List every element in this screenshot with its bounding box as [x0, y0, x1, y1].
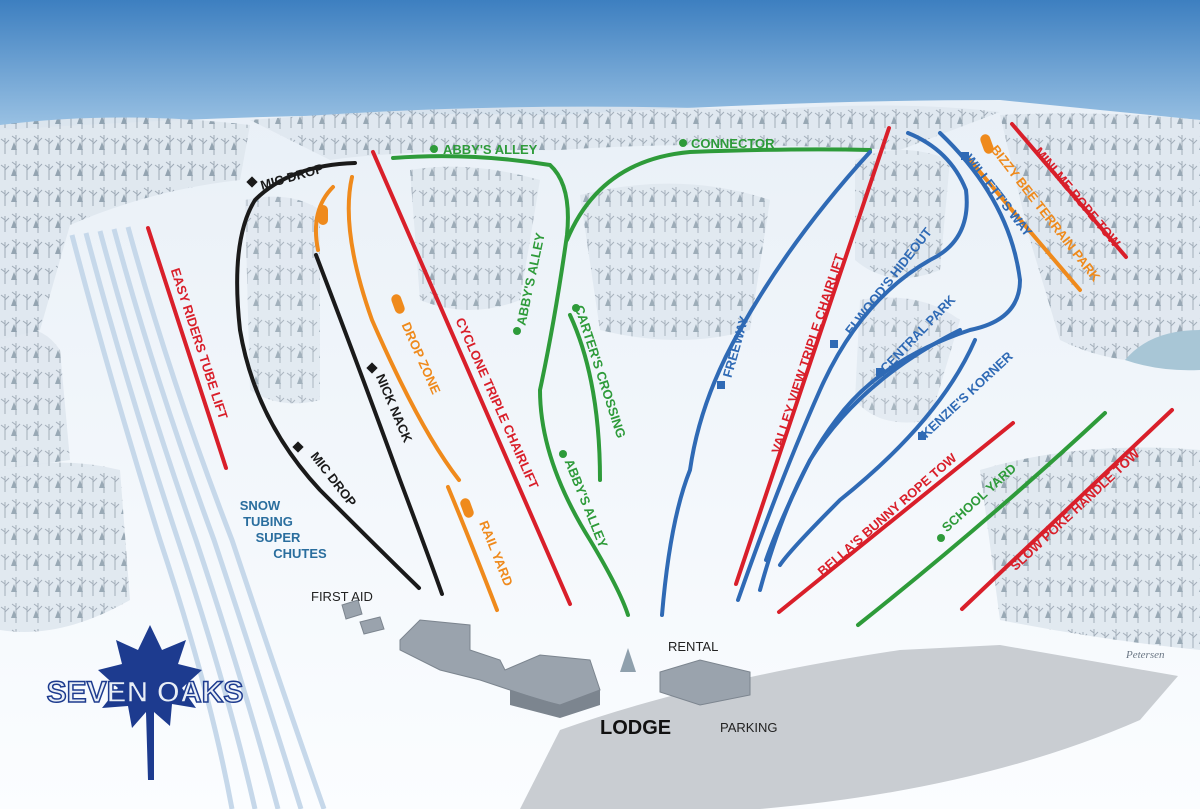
- kenzies-korner-trail: [764, 328, 962, 562]
- lodge-building: [399, 619, 601, 718]
- rail-yard-trail: [446, 485, 499, 612]
- mic-drop-top-diamond: [246, 176, 258, 188]
- pond: [1125, 330, 1200, 371]
- elwoods-hideout-trail: [736, 131, 969, 602]
- forest-left-lower: [0, 327, 70, 470]
- pine-tree: [620, 648, 636, 672]
- connector-trail: [565, 147, 872, 242]
- cyclone-triple-chairlift-line: [371, 150, 572, 606]
- forest-mid-left: [245, 196, 320, 404]
- bellas-bunny-rope-tow-line: [777, 421, 1015, 614]
- mic-drop-trail: [235, 161, 421, 590]
- kenzies-korner-square: [918, 432, 926, 440]
- forest-bottom-left: [0, 462, 130, 632]
- nick-nack-diamond: [366, 362, 378, 374]
- terrain-upper-pill: [318, 205, 328, 225]
- forest-left: [0, 117, 250, 340]
- forest-top: [250, 105, 1000, 160]
- snow-tubing-line-1: SNOW: [240, 498, 281, 513]
- easy-riders-tube-lift-line: [146, 226, 228, 470]
- seven-oaks-logo: SEVEN OAKS: [46, 625, 244, 780]
- freeway-trail: [660, 150, 872, 617]
- first-aid-building: [341, 599, 385, 635]
- elwoods-hideout-square: [830, 340, 838, 348]
- abbys-alley-top-dot: [430, 145, 438, 153]
- logo-text: SEVEN OAKS: [47, 676, 244, 709]
- nick-nack-trail: [314, 253, 444, 596]
- drop-zone-trail: [346, 175, 461, 482]
- terrain-upper-trail: [313, 185, 335, 252]
- abbys-alley-top-label: ABBY'S ALLEY: [443, 142, 538, 157]
- first-aid-label: FIRST AID: [311, 589, 373, 604]
- freeway-square: [717, 381, 725, 389]
- carters-crossing-dot: [572, 304, 580, 312]
- central-park-square: [876, 368, 884, 376]
- rail-yard-pill: [460, 498, 474, 518]
- connector-label: CONNECTOR: [691, 136, 775, 151]
- willetts-way-square: [961, 152, 969, 160]
- drop-zone-pill: [391, 294, 405, 314]
- rental-building: [659, 659, 751, 706]
- lodge-label: LODGE: [600, 717, 671, 739]
- forest-bottom-right: [980, 447, 1200, 650]
- bizzy-bee-terrain-park-trail: [968, 158, 1082, 292]
- abbys-alley-mid-dot: [513, 327, 521, 335]
- snow-tubing-label: SNOW TUBING SUPER CHUTES: [240, 498, 327, 561]
- parking-lot: [520, 645, 1178, 809]
- forest-right-upper: [855, 150, 950, 278]
- snow-tubing-line-2: TUBING: [243, 514, 293, 529]
- snow-tubing-line-4: CHUTES: [273, 546, 327, 561]
- oak-leaf-icon: [98, 625, 202, 780]
- forest-cyclone: [410, 166, 540, 310]
- carters-crossing-trail: [568, 313, 602, 482]
- slow-poke-handle-tow-line: [960, 408, 1174, 611]
- forest-right: [1000, 113, 1200, 363]
- mic-drop-lower-diamond: [292, 441, 304, 453]
- tubing-chutes: [69, 226, 327, 809]
- school-yard-dot: [937, 534, 945, 542]
- snow-tubing-line-3: SUPER: [256, 530, 301, 545]
- valley-view-triple-chairlift-line: [734, 126, 891, 586]
- parking-label: PARKING: [720, 720, 778, 735]
- forest-center: [580, 183, 770, 340]
- artist-signature: Petersen: [1125, 649, 1165, 661]
- abbys-alley-lower-dot: [559, 450, 567, 458]
- mini-me-rope-tow-line: [1010, 122, 1128, 259]
- willetts-way-trail: [778, 338, 977, 567]
- bizzy-bee-pill: [980, 134, 994, 154]
- abbys-alley-trail: [391, 154, 630, 617]
- rental-label: RENTAL: [668, 639, 718, 654]
- connector-dot: [679, 139, 687, 147]
- school-yard-trail: [856, 411, 1107, 627]
